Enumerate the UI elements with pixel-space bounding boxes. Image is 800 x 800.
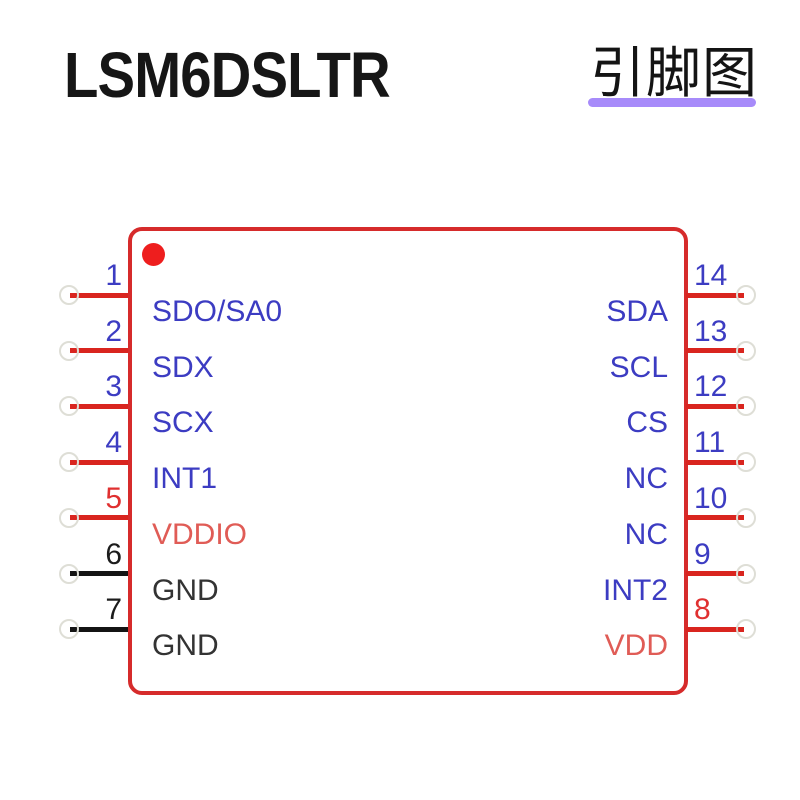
pin-number-left-3: 3: [105, 370, 122, 404]
pin-label-vddio-left-5: VDDIO: [152, 517, 248, 551]
pin-pad-circle-right-10: [736, 507, 756, 528]
part-number-title: LSM6DSLTR: [64, 39, 391, 111]
pin-number-right-9: 9: [694, 537, 711, 571]
pin-pad-circle-left-5: [59, 507, 79, 528]
pin-line-right-12: [686, 403, 744, 409]
pin1-marker-dot: [142, 243, 165, 266]
pin-pad-circle-left-1: [59, 285, 79, 305]
pin-pad-circle-left-4: [59, 452, 79, 473]
pin-label-int2-right-9: INT2: [602, 573, 668, 607]
pin-pad-circle-left-7: [59, 619, 79, 640]
pin-line-right-14: [686, 292, 744, 298]
chip-body: [128, 227, 688, 695]
pin-pad-circle-left-3: [59, 396, 79, 417]
pin-line-right-13: [686, 348, 744, 354]
pin-number-right-14: 14: [694, 259, 728, 292]
pin-line-right-8: [686, 626, 744, 632]
pin-pad-circle-left-6: [59, 563, 79, 584]
pin-line-right-10: [686, 515, 744, 521]
pin-pad-circle-right-11: [736, 452, 756, 473]
pin-number-right-12: 12: [694, 370, 728, 404]
pin-number-right-13: 13: [694, 314, 728, 348]
pin-number-left-7: 7: [105, 593, 122, 627]
pin-number-right-8: 8: [694, 593, 711, 627]
pin-pad-circle-right-9: [736, 563, 756, 584]
pin-number-right-10: 10: [694, 481, 728, 515]
diagram-type-label: 引脚图: [590, 42, 759, 104]
pin-label-cs-right-12: CS: [626, 406, 668, 440]
pin-label-vdd-right-8: VDD: [604, 629, 668, 663]
pin-line-left-3: [70, 403, 128, 409]
pin-line-right-11: [686, 459, 744, 465]
pin-label-gnd-left-6: GND: [152, 573, 219, 607]
pin-label-int1-left-4: INT1: [152, 462, 218, 496]
pin-pad-circle-right-13: [736, 340, 756, 361]
pin-number-left-6: 6: [105, 537, 122, 571]
pin-number-left-4: 4: [105, 426, 122, 460]
pin-number-right-11: 11: [694, 426, 726, 460]
pin-label-nc-right-11: NC: [624, 462, 668, 496]
pin-label-sdosa0-left-1: SDO/SA0: [152, 295, 283, 328]
pin-pad-circle-left-2: [59, 340, 79, 361]
pin-label-sda-right-14: SDA: [606, 295, 668, 328]
pin-line-left-1: [70, 292, 128, 298]
pin-label-gnd-left-7: GND: [152, 629, 219, 663]
pin-line-left-2: [70, 348, 128, 354]
pin-pad-circle-right-8: [736, 619, 756, 640]
pin-line-left-4: [70, 459, 128, 465]
pin-label-scx-left-3: SCX: [152, 406, 214, 440]
label-underline: [588, 98, 756, 107]
pin-pad-circle-right-12: [736, 396, 756, 417]
pin-pad-circle-right-14: [736, 285, 756, 305]
pin-line-left-7: [70, 626, 128, 632]
pin-number-left-2: 2: [105, 314, 122, 348]
pin-number-left-5: 5: [105, 481, 122, 515]
pin-line-right-9: [686, 571, 744, 576]
pin-line-left-5: [70, 515, 128, 521]
pin-label-scl-right-13: SCL: [609, 350, 668, 384]
pin-number-left-1: 1: [105, 259, 122, 292]
pin-label-sdx-left-2: SDX: [152, 350, 214, 384]
pin-label-nc-right-10: NC: [624, 517, 668, 551]
pin-line-left-6: [70, 571, 128, 576]
